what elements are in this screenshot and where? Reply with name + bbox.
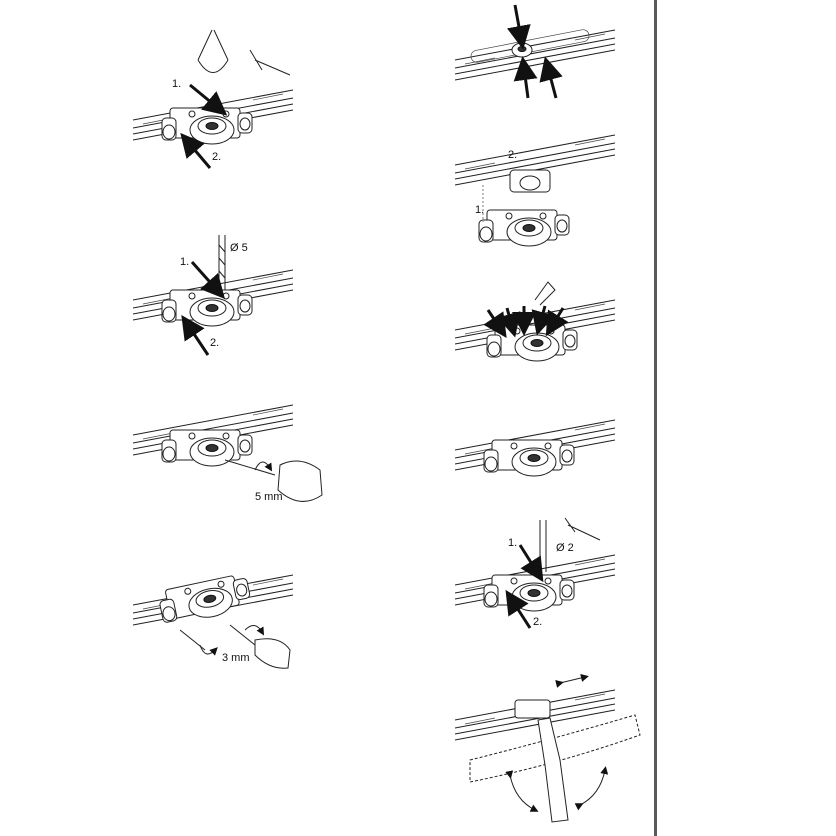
lubricant-tube-icon	[534, 281, 556, 306]
rotate-arrow-icon	[505, 770, 539, 812]
hammer-icon	[564, 517, 601, 541]
screwdriver-icon	[224, 459, 323, 502]
step-right-2: 2. 1.	[454, 134, 616, 247]
label-1: 1.	[508, 537, 517, 549]
step-right-6	[454, 674, 641, 823]
window-handle-icon	[537, 717, 569, 823]
rotate-arrow-icon	[244, 625, 265, 636]
label-2: 2.	[212, 151, 221, 163]
step-right-1	[454, 4, 616, 99]
drill-bit-icon	[539, 520, 547, 572]
step-right-5: 1. Ø 2 2.	[454, 517, 616, 629]
label-1: 1.	[180, 256, 189, 268]
slide-arrow-icon	[555, 674, 589, 688]
drill-diameter: Ø 5	[230, 242, 248, 254]
label-2: 2.	[533, 616, 542, 628]
punch-tool-icon	[197, 29, 229, 73]
dimension: 3 mm	[222, 652, 250, 664]
label-1: 1.	[475, 204, 484, 216]
step-left-1: 1. 2.	[132, 29, 294, 169]
rotate-arrow-icon	[254, 461, 273, 472]
rotate-arrow-icon	[574, 766, 609, 811]
drill-diameter: Ø 2	[556, 542, 574, 554]
label-2: 2.	[210, 337, 219, 349]
label-1: 1.	[172, 78, 181, 90]
step-left-4: 3 mm	[132, 572, 294, 669]
rotate-arrow-icon	[199, 644, 218, 656]
step-right-3	[454, 281, 616, 362]
step-left-3: 5 mm	[132, 404, 323, 503]
drill-bit-icon	[218, 235, 226, 290]
dimension: 5 mm	[255, 491, 283, 503]
step-right-4	[454, 419, 616, 477]
page-edge-divider	[654, 0, 657, 836]
hammer-icon	[249, 49, 291, 76]
label-2: 2.	[508, 149, 517, 161]
step-left-2: Ø 5 1. 2.	[132, 235, 294, 356]
